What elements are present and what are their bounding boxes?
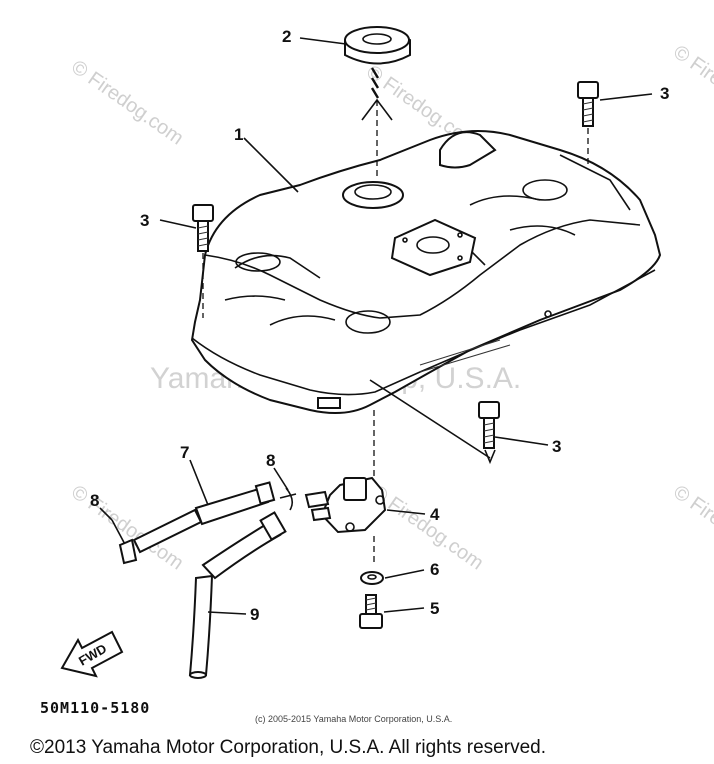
bolt-cock — [359, 594, 383, 629]
watermark-mid-right: © Firedog.com — [669, 481, 714, 574]
fuel-cock — [304, 410, 387, 565]
callout-fuel-cock: 4 — [430, 505, 440, 524]
callout-bolt-bottom-right: 3 — [552, 437, 561, 456]
callouts: 1 2 3 3 3 4 6 5 7 8 8 9 — [90, 27, 669, 624]
callout-clip-8-left: 8 — [90, 491, 99, 510]
watermark-bottom-mid: © Firedog.com — [367, 481, 487, 574]
callout-washer: 6 — [430, 560, 439, 579]
fwd-arrow: FWD — [60, 630, 124, 678]
tank-cap — [344, 26, 411, 180]
hose-9 — [188, 511, 287, 679]
part-code: 50M110-5180 — [40, 699, 150, 717]
bolt-left — [192, 204, 214, 318]
callout-fuel-tank: 1 — [234, 125, 243, 144]
bolt-top-right — [577, 81, 599, 165]
watermark-top-left: © Firedog.com — [67, 56, 187, 149]
copyright-small: (c) 2005-2015 Yamaha Motor Corporation, … — [255, 714, 452, 724]
callout-tank-cap: 2 — [282, 27, 291, 46]
callout-clip-8-center: 8 — [266, 451, 275, 470]
callout-bolt-top-right: 3 — [660, 84, 669, 103]
callout-bolt-left: 3 — [140, 211, 149, 230]
hose-7 — [132, 481, 297, 554]
copyright-main: ©2013 Yamaha Motor Corporation, U.S.A. A… — [30, 737, 546, 758]
washer — [360, 571, 384, 585]
bolt-bottom-right — [369, 379, 500, 465]
watermark-top-right: © Firedog.com — [669, 41, 714, 134]
callout-hose-7: 7 — [180, 443, 189, 462]
callout-hose-9: 9 — [250, 605, 259, 624]
leader-lines — [99, 37, 653, 615]
fuel-tank — [190, 130, 662, 415]
callout-bolt-cock: 5 — [430, 599, 439, 618]
clip-8-left — [111, 519, 138, 565]
